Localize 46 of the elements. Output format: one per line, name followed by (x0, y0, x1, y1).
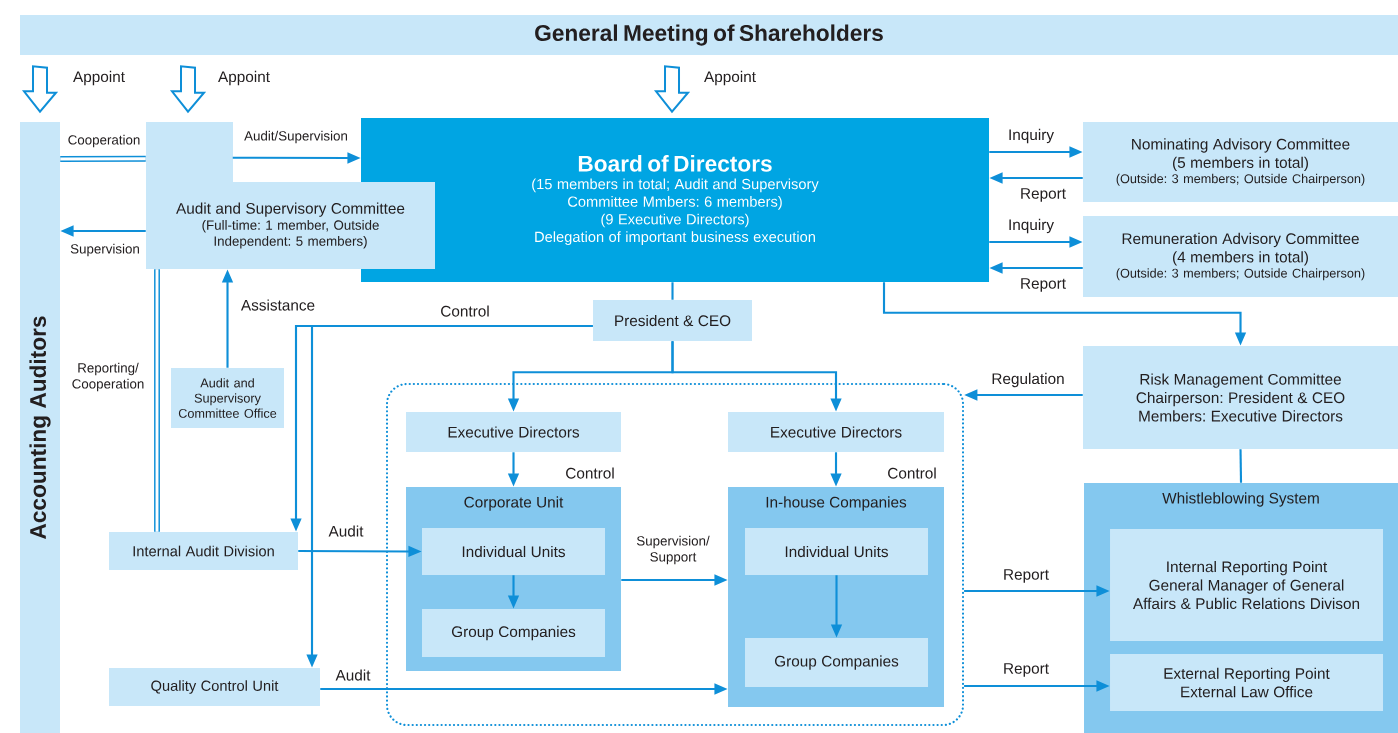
double-line (60, 155, 146, 162)
committee-box: Remuneration Advisory Committee (4 members in total) (Outside: 3 members; Outside Chairperson) (1083, 216, 1398, 297)
process-box: Internal Reporting Point General Manager of General Affairs & Public Relations Divison (1110, 529, 1383, 641)
process-box: Quality Control Unit (109, 668, 320, 706)
connector-line (1239, 449, 1243, 483)
edge-label: Control (885, 466, 939, 480)
edge-label: Control (563, 466, 617, 480)
edge-label: Report (1018, 276, 1068, 294)
header-band: General Meeting of Shareholders (20, 15, 1398, 55)
edge-label: Appoint (71, 69, 127, 87)
edge-label: Control (438, 304, 492, 318)
connector-line (671, 282, 674, 300)
edge-label: Inquiry (1006, 127, 1056, 145)
committee-box: Nominating Advisory Committee (5 members in total) (Outside: 3 members; Outside Chairperson) (1083, 122, 1398, 202)
process-box: Executive Directors (406, 412, 621, 452)
block-arrow (653, 65, 691, 114)
edge-label: Appoint (702, 69, 758, 87)
block-arrow (21, 65, 59, 114)
process-box: Individual Units (422, 528, 605, 575)
edge-label: Regulation (990, 371, 1066, 389)
process-box: Group Companies (422, 609, 605, 657)
double-line (154, 269, 160, 532)
edge-label: Appoint (216, 69, 272, 87)
edge-label: Audit (334, 668, 372, 682)
edge-label: Report (1001, 567, 1051, 585)
edge-label: Supervision/ Support (629, 534, 717, 566)
process-box: Group Companies (745, 638, 928, 687)
edge-label: Supervision (68, 242, 142, 258)
process-box: Executive Directors (728, 412, 944, 452)
office-box: Audit and Supervisory Committee Office (171, 368, 284, 428)
block-arrow (169, 65, 207, 114)
process-box: President & CEO (593, 300, 752, 341)
committee-box: Risk Management Committee Chairperson: President & CEO Members: Executive Directors (1083, 346, 1398, 449)
edge-label: Inquiry (1006, 217, 1056, 235)
edge-label: Report (1001, 661, 1051, 679)
process-box: Individual Units (745, 528, 928, 575)
edge-label: Cooperation (66, 133, 142, 149)
side-band: Accounting Auditors (20, 122, 60, 733)
edge-label: Report (1018, 186, 1068, 204)
edge-label: Assistance (239, 298, 317, 312)
process-box: External Reporting Point External Law Office (1110, 654, 1383, 711)
edge-label: Audit (327, 524, 365, 538)
group-frame (385, 382, 965, 727)
process-box: Internal Audit Division (109, 532, 298, 570)
edge-label: Audit/Supervision (242, 129, 350, 145)
edge-label: Reporting/ Cooperation (66, 361, 150, 393)
